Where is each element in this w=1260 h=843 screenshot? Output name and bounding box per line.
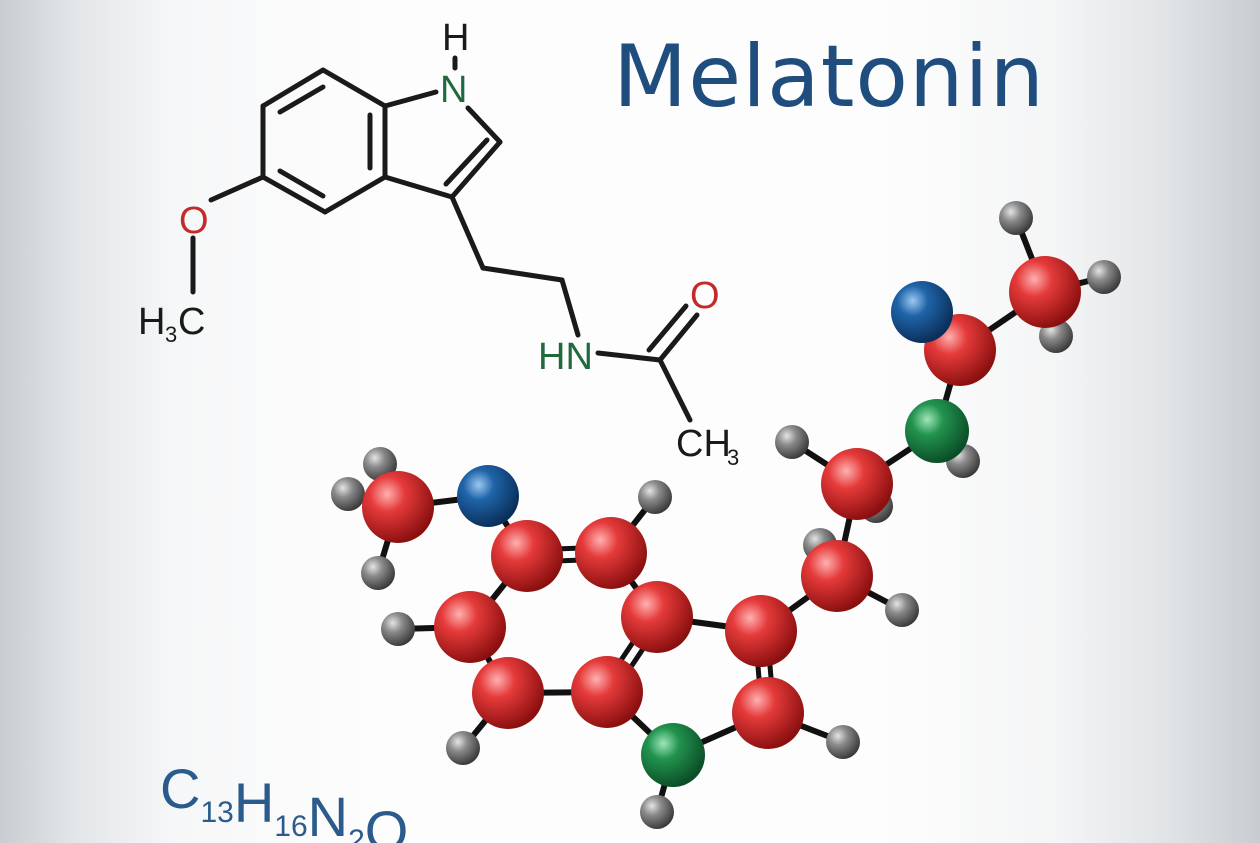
carbon-atom <box>621 581 693 653</box>
formula-count: 16 <box>274 810 307 843</box>
carbon-atom <box>725 595 797 667</box>
bond <box>382 89 439 109</box>
carbon-atom <box>575 517 647 589</box>
hydrogen-atom <box>885 593 919 627</box>
carbonyl-oxygen-label: O <box>690 275 720 317</box>
carbon-atom <box>362 471 434 543</box>
nitrogen-atom <box>905 399 969 463</box>
hydrogen-atom <box>1087 260 1121 294</box>
carbon-atom <box>821 448 893 520</box>
bond <box>382 174 455 200</box>
amide-nh-label: HN <box>538 336 593 378</box>
nitrogen-atom <box>641 723 705 787</box>
bond <box>657 357 693 423</box>
hydrogen-atom <box>640 795 674 829</box>
bond <box>449 194 486 271</box>
formula-element: O <box>365 799 409 843</box>
bond <box>595 350 663 363</box>
bond <box>465 105 503 145</box>
bond <box>449 139 503 200</box>
formula-count: 2 <box>348 824 365 843</box>
acetyl-ch-label: CH <box>676 423 731 465</box>
formula-count: 2 <box>408 838 425 843</box>
hydrogen-atom <box>361 556 395 590</box>
bond <box>646 303 689 353</box>
hydrogen-atom <box>446 731 480 765</box>
carbon-atom <box>491 520 563 592</box>
ring-nitrogen-label: N <box>440 69 467 111</box>
skeletal-formula <box>190 55 700 423</box>
oxygen-atom <box>891 281 953 343</box>
carbon-atom <box>434 591 506 663</box>
bond <box>277 84 326 115</box>
formula-element: H <box>234 771 274 834</box>
bond <box>480 265 565 283</box>
formula-element: C <box>160 757 200 820</box>
methyl-c-label: C <box>178 301 205 343</box>
acetyl-subscript: 3 <box>727 445 739 470</box>
carbon-atom <box>801 540 873 612</box>
bond <box>443 137 490 187</box>
methyl-subscript: 3 <box>165 322 177 347</box>
formula-count: 13 <box>200 796 233 829</box>
carbon-atom <box>732 677 804 749</box>
methyl-h-label: H <box>138 301 165 343</box>
page-title: Melatonin <box>613 27 1045 127</box>
bond <box>277 168 326 199</box>
carbon-atom <box>1009 256 1081 328</box>
ring-hydrogen-label: H <box>442 17 469 59</box>
methoxy-oxygen-label: O <box>179 200 209 242</box>
bond <box>260 174 328 215</box>
hydrogen-atom <box>999 201 1033 235</box>
formula-element: N <box>308 785 348 843</box>
bond <box>260 67 326 109</box>
molecular-formula: C13H16N2O2 <box>160 757 425 843</box>
carbon-atom <box>571 656 643 728</box>
hydrogen-atom <box>331 477 365 511</box>
bond <box>320 67 388 109</box>
hydrogen-atom <box>381 612 415 646</box>
bond <box>322 174 388 215</box>
hydrogen-atom <box>826 725 860 759</box>
hydrogen-atom <box>638 480 672 514</box>
bond <box>208 174 266 203</box>
carbon-atom <box>472 657 544 729</box>
oxygen-atom <box>457 465 519 527</box>
bond <box>657 312 700 363</box>
bond <box>559 277 581 338</box>
hydrogen-atom <box>775 425 809 459</box>
ball-and-stick-model <box>331 201 1121 829</box>
